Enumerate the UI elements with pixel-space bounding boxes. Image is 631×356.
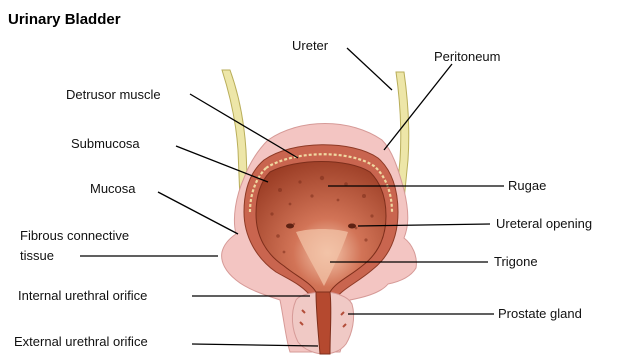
label-trigone: Trigone	[494, 254, 538, 269]
label-mucosa: Mucosa	[90, 181, 136, 196]
label-peritoneum: Peritoneum	[434, 49, 500, 64]
diagram-title: Urinary Bladder	[8, 11, 121, 28]
label-external-urethral-orifice: External urethral orifice	[14, 334, 148, 349]
label-prostate-gland: Prostate gland	[498, 306, 582, 321]
label-detrusor-muscle: Detrusor muscle	[66, 87, 161, 102]
label-fibrous-tissue: tissue	[20, 248, 54, 263]
ureteral-opening-left	[286, 224, 294, 229]
label-internal-urethral-orifice: Internal urethral orifice	[18, 288, 147, 303]
label-ureteral-opening: Ureteral opening	[496, 216, 592, 231]
ureteral-opening	[348, 224, 356, 229]
label-fibrous-connective: Fibrous connective	[20, 228, 129, 243]
label-ureter: Ureter	[292, 38, 329, 53]
label-submucosa: Submucosa	[71, 136, 140, 151]
label-rugae: Rugae	[508, 178, 546, 193]
